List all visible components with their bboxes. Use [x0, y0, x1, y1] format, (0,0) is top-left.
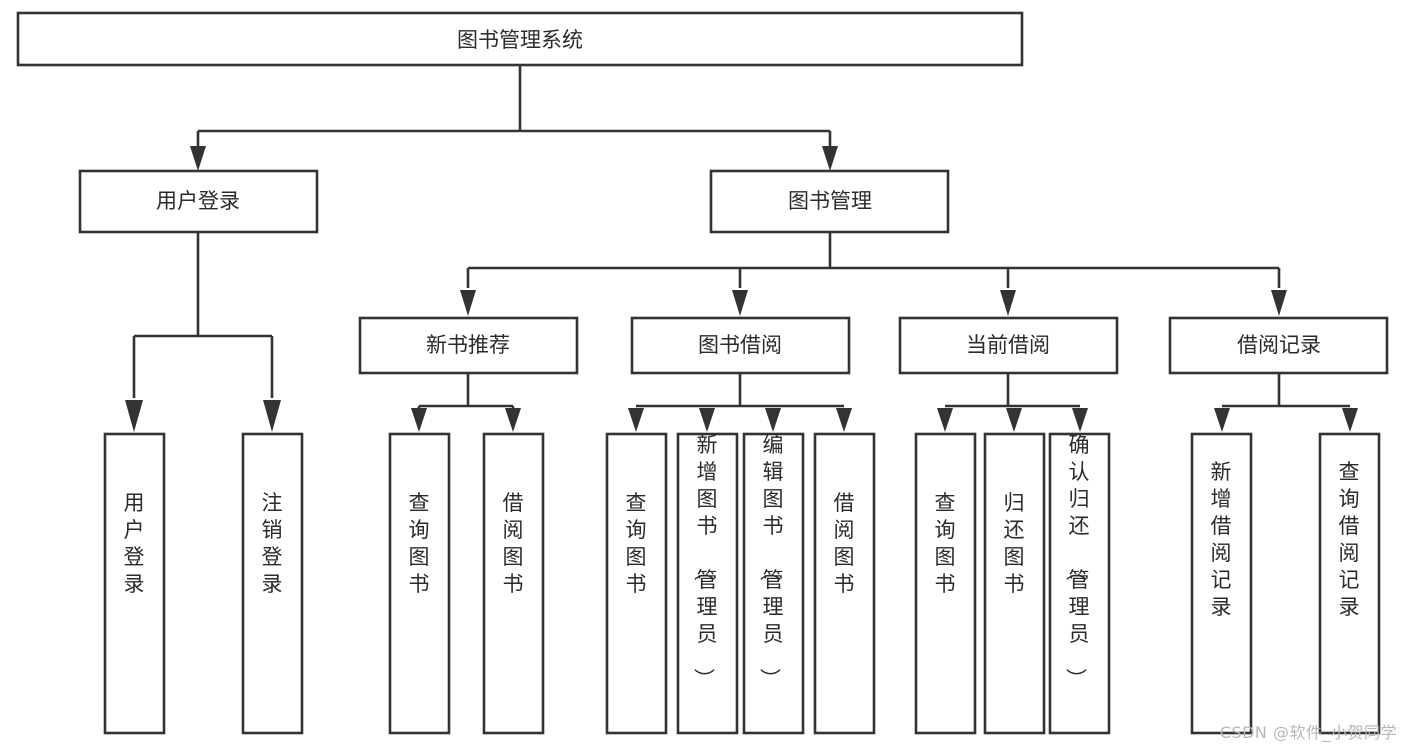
node-current-borrow[interactable]: 当前借阅 — [898, 316, 1119, 375]
node-leaf-return-book-box[interactable] — [983, 432, 1046, 735]
connector-group-root — [190, 65, 838, 171]
node-book-borrow-label: 图书借阅 — [698, 333, 782, 357]
node-leaf-confirm-return[interactable]: 确认归还（管理员） — [1048, 432, 1111, 735]
node-current-borrow-box[interactable] — [898, 316, 1119, 375]
arrow-head-leaf-query-book-3 — [937, 408, 953, 432]
node-leaf-borrow-book-2-label: 借阅图书 — [834, 491, 855, 596]
arrow-head-leaf-confirm-return — [1072, 408, 1088, 432]
arrow-head-leaf-query-record — [1342, 408, 1358, 432]
node-leaf-query-record-label: 查询借阅记录 — [1339, 460, 1360, 619]
connector-group-current-borrow — [937, 373, 1088, 432]
node-leaf-add-book[interactable]: 新增图书（管理员） — [676, 432, 739, 735]
node-leaf-borrow-book-2-box[interactable] — [813, 432, 876, 735]
arrow-head-leaf-return-book — [1006, 408, 1022, 432]
node-leaf-user-login[interactable]: 用户登录 — [103, 432, 166, 735]
arrow-head-leaf-add-record — [1214, 408, 1230, 432]
node-leaf-query-book-2-label: 查询图书 — [626, 491, 647, 596]
arrow-head-new-book-recommend — [460, 290, 476, 316]
node-leaf-add-record-label: 新增借阅记录 — [1211, 460, 1232, 619]
arrow-head-leaf-query-book-2 — [628, 408, 644, 432]
node-leaf-user-login-box[interactable] — [103, 432, 166, 735]
node-leaf-query-record-box[interactable] — [1318, 432, 1381, 735]
node-current-borrow-label: 当前借阅 — [966, 333, 1050, 357]
node-leaf-query-book-2[interactable]: 查询图书 — [605, 432, 668, 735]
arrow-head-user-login — [190, 146, 206, 171]
arrow-head-book-borrow — [732, 290, 748, 316]
node-leaf-logout[interactable]: 注销登录 — [241, 432, 304, 735]
arrow-head-leaf-borrow-book-2 — [836, 408, 852, 432]
arrow-head-book-management — [822, 146, 838, 171]
connector-group-borrow-record — [1214, 373, 1358, 432]
node-root-label: 图书管理系统 — [457, 28, 583, 52]
node-leaf-confirm-return-box[interactable] — [1048, 432, 1111, 735]
node-leaf-query-book-3[interactable]: 查询图书 — [914, 432, 977, 735]
node-borrow-record[interactable]: 借阅记录 — [1168, 316, 1389, 375]
node-borrow-record-label: 借阅记录 — [1237, 333, 1321, 357]
node-leaf-query-book-2-box[interactable] — [605, 432, 668, 735]
node-borrow-record-box[interactable] — [1168, 316, 1389, 375]
node-leaf-query-book-1-box[interactable] — [388, 432, 451, 735]
node-new-book-recommend[interactable]: 新书推荐 — [358, 316, 579, 375]
connector-group-book-management — [460, 232, 1287, 316]
connector-group-book-borrow — [628, 373, 852, 432]
node-new-book-recommend-label: 新书推荐 — [426, 333, 510, 357]
node-book-borrow[interactable]: 图书借阅 — [630, 316, 851, 375]
node-leaf-edit-book-box[interactable] — [742, 432, 805, 735]
arrow-head-borrow-record — [1271, 290, 1287, 316]
node-leaf-logout-box[interactable] — [241, 432, 304, 735]
node-book-management-box[interactable] — [709, 169, 950, 234]
node-book-management-label: 图书管理 — [788, 189, 872, 213]
node-leaf-query-book-3-label: 查询图书 — [935, 491, 956, 596]
connector-group-new-book-recommend — [411, 373, 521, 432]
connector-group-user-login — [125, 232, 281, 432]
node-leaf-edit-book-label: 编辑图书（管理员） — [758, 433, 784, 689]
arrow-head-leaf-user-login — [125, 400, 143, 432]
arrow-head-leaf-query-book-1 — [411, 408, 427, 432]
node-leaf-confirm-return-label: 确认归还（管理员） — [1064, 433, 1090, 689]
node-root[interactable]: 图书管理系统 — [16, 11, 1024, 67]
node-leaf-logout-label: 注销登录 — [262, 491, 283, 596]
node-root-box[interactable] — [16, 11, 1024, 67]
node-leaf-borrow-book-1-box[interactable] — [482, 432, 545, 735]
node-leaf-query-book-3-box[interactable] — [914, 432, 977, 735]
arrow-head-leaf-add-book — [699, 408, 715, 432]
node-leaf-return-book[interactable]: 归还图书 — [983, 432, 1046, 735]
node-leaf-add-book-label: 新增图书（管理员） — [692, 433, 718, 689]
node-leaf-user-login-label: 用户登录 — [124, 491, 145, 596]
arrow-head-leaf-edit-book — [765, 408, 781, 432]
node-user-login-label: 用户登录 — [156, 189, 240, 213]
node-leaf-edit-book[interactable]: 编辑图书（管理员） — [742, 432, 805, 735]
node-leaf-borrow-book-1-label: 借阅图书 — [503, 491, 524, 596]
node-leaf-borrow-book-1[interactable]: 借阅图书 — [482, 432, 545, 735]
node-leaf-borrow-book-2[interactable]: 借阅图书 — [813, 432, 876, 735]
watermark-text: CSDN @软件_小贺同学 — [1219, 723, 1397, 742]
node-leaf-query-book-1[interactable]: 查询图书 — [388, 432, 451, 735]
node-leaf-query-book-1-label: 查询图书 — [409, 491, 430, 596]
node-new-book-recommend-box[interactable] — [358, 316, 579, 375]
node-book-borrow-box[interactable] — [630, 316, 851, 375]
node-user-login-box[interactable] — [78, 169, 319, 234]
node-leaf-add-book-box[interactable] — [676, 432, 739, 735]
arrow-head-leaf-borrow-book-1 — [505, 408, 521, 432]
node-leaf-add-record-box[interactable] — [1190, 432, 1253, 735]
node-leaf-query-record[interactable]: 查询借阅记录 — [1318, 432, 1381, 735]
node-leaf-add-record[interactable]: 新增借阅记录 — [1190, 432, 1253, 735]
arrow-head-current-borrow — [1000, 290, 1016, 316]
node-leaf-return-book-label: 归还图书 — [1004, 491, 1025, 596]
arrow-head-leaf-logout — [263, 400, 281, 432]
node-book-management[interactable]: 图书管理 — [709, 169, 950, 234]
node-user-login[interactable]: 用户登录 — [78, 169, 319, 234]
